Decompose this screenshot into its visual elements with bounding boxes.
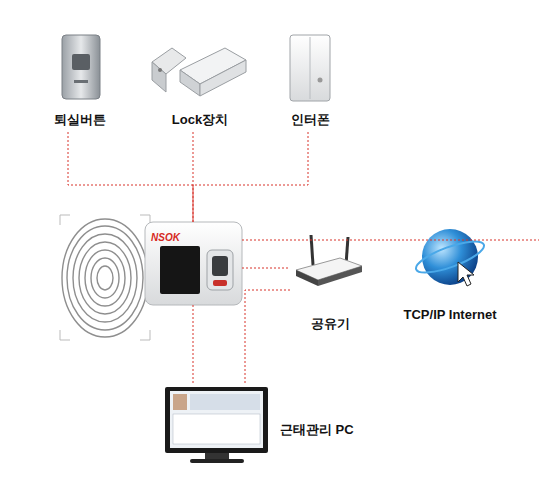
router-icon bbox=[296, 235, 362, 286]
attendance-pc: 근태관리 PC bbox=[165, 385, 365, 465]
network-wire bbox=[245, 290, 290, 385]
node-label: 근태관리 PC bbox=[280, 422, 370, 438]
access-terminal: NSOK bbox=[145, 222, 242, 305]
node-label: Lock장치 bbox=[150, 112, 250, 128]
network-wire bbox=[193, 305, 194, 385]
lock-device: Lock장치 bbox=[150, 30, 250, 132]
network-wire bbox=[242, 268, 290, 269]
fingerprint-image bbox=[60, 215, 150, 340]
intercom-icon bbox=[290, 35, 330, 101]
node-label: 공유기 bbox=[290, 316, 370, 332]
node-label: 퇴실버튼 bbox=[40, 112, 120, 128]
node-label: NSOK bbox=[151, 230, 191, 246]
router: 공유기 bbox=[290, 232, 370, 332]
internet: TCP/IP Internet bbox=[390, 225, 510, 325]
network-wire bbox=[193, 132, 308, 222]
pc-monitor-icon bbox=[165, 387, 268, 463]
fingerprint-terminal-icon bbox=[145, 222, 242, 305]
exit-button-icon bbox=[62, 35, 100, 99]
network-wire bbox=[242, 240, 539, 241]
network-wire bbox=[193, 132, 194, 222]
internet-globe-icon bbox=[413, 229, 487, 286]
lock-icon bbox=[152, 48, 246, 96]
node-label: 인터폰 bbox=[270, 112, 350, 128]
intercom: 인터폰 bbox=[270, 30, 350, 132]
node-label: TCP/IP Internet bbox=[390, 307, 510, 323]
exit-button: 퇴실버튼 bbox=[40, 30, 120, 132]
network-wire bbox=[68, 132, 193, 222]
